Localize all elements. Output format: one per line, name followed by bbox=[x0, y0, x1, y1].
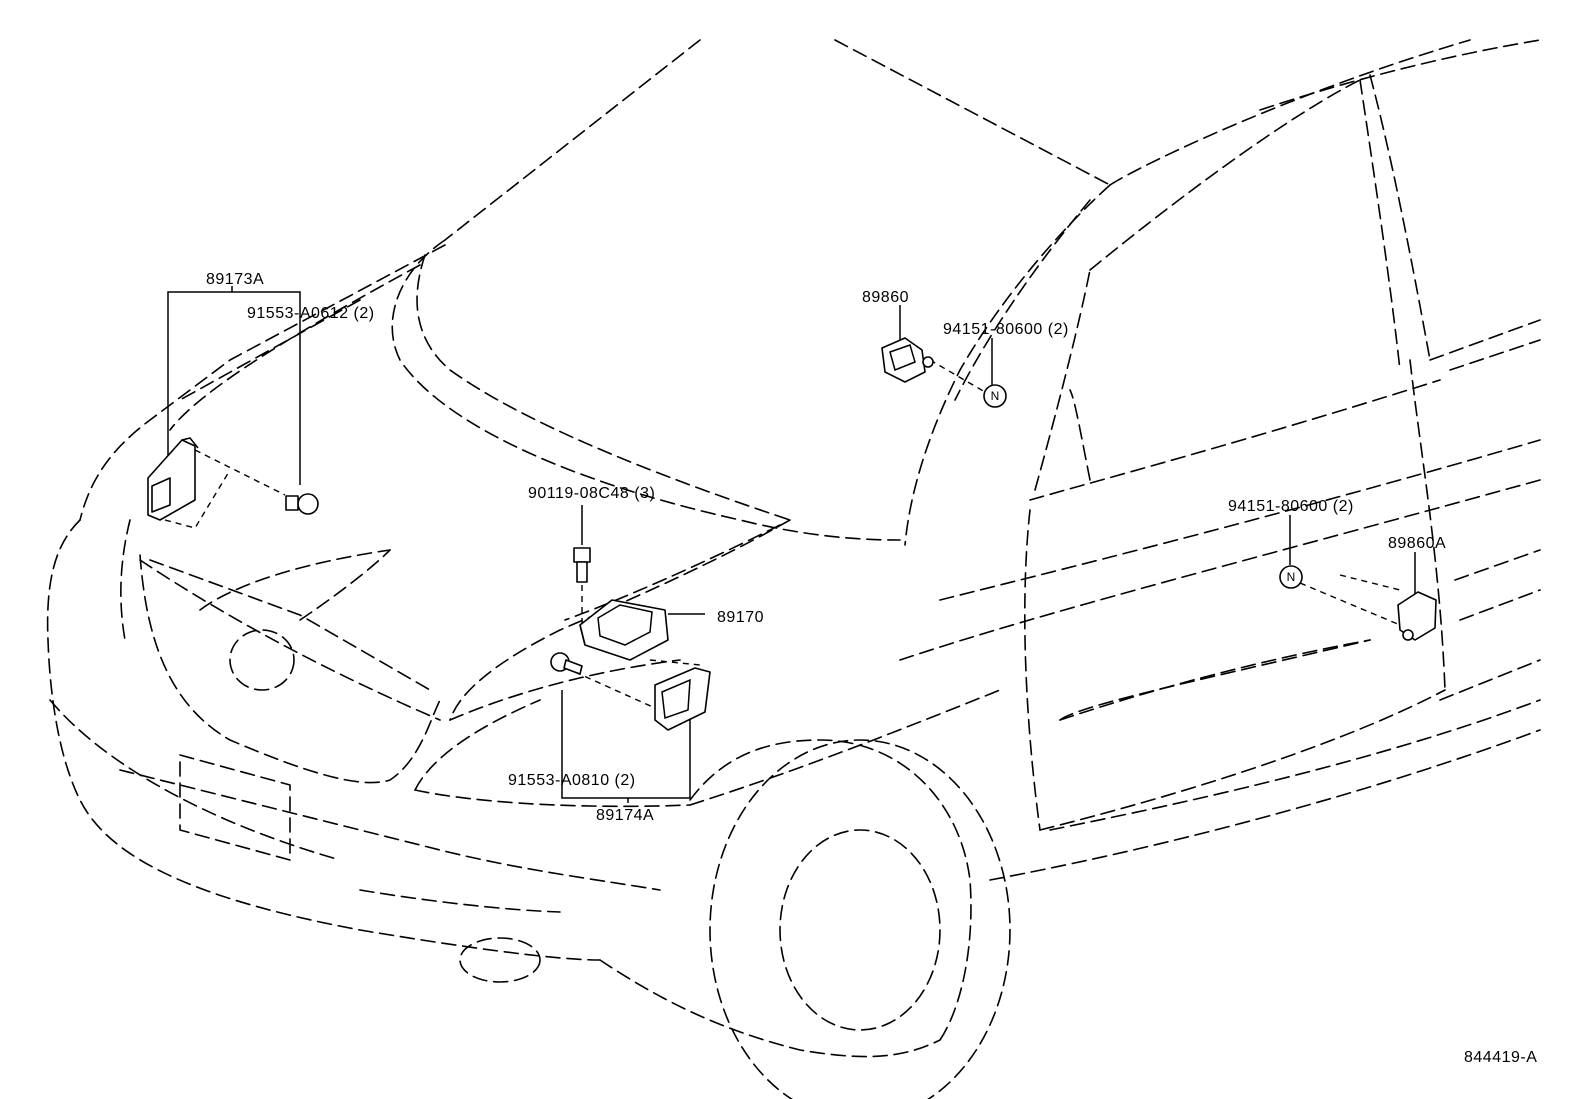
side-sensor-89860[interactable] bbox=[881, 337, 934, 383]
leader-lines bbox=[167, 286, 1416, 803]
label-94151-80600-top[interactable]: 94151-80600 (2) bbox=[943, 321, 1069, 338]
label-90119-08C48[interactable]: 90119-08C48 (3) bbox=[528, 485, 655, 502]
attachment-lines bbox=[164, 359, 1401, 709]
side-sensor-89860A[interactable] bbox=[1397, 591, 1437, 641]
part-labels: 89173A 91553-A0612 (2) 89860 94151-80600… bbox=[206, 271, 1537, 1066]
nut-marker-right-label: N bbox=[1287, 570, 1296, 584]
nut-marker-right[interactable]: N bbox=[1279, 565, 1303, 589]
bolt-90119-08C48[interactable] bbox=[573, 547, 591, 583]
label-89173A[interactable]: 89173A bbox=[206, 271, 264, 288]
diagram-id: 844419-A bbox=[1464, 1049, 1537, 1066]
front-sensor-89173A[interactable] bbox=[147, 437, 199, 521]
label-89174A[interactable]: 89174A bbox=[596, 807, 654, 824]
label-89860[interactable]: 89860 bbox=[862, 289, 909, 306]
label-89860A[interactable]: 89860A bbox=[1388, 535, 1446, 552]
nut-marker-top[interactable]: N bbox=[983, 384, 1007, 408]
label-94151-80600-right[interactable]: 94151-80600 (2) bbox=[1228, 498, 1354, 515]
bolt-91553-A0612[interactable] bbox=[285, 493, 319, 515]
nut-marker-top-label: N bbox=[991, 389, 1000, 403]
bolt-91553-A0810[interactable] bbox=[550, 652, 583, 675]
label-89170[interactable]: 89170 bbox=[717, 609, 764, 626]
car-body-outline bbox=[46, 39, 1541, 1099]
bracket-89174A[interactable] bbox=[654, 667, 711, 731]
label-91553-A0612[interactable]: 91553-A0612 (2) bbox=[247, 305, 375, 322]
label-91553-A0810[interactable]: 91553-A0810 (2) bbox=[508, 772, 636, 789]
airbag-ecu-89170[interactable] bbox=[579, 599, 669, 661]
